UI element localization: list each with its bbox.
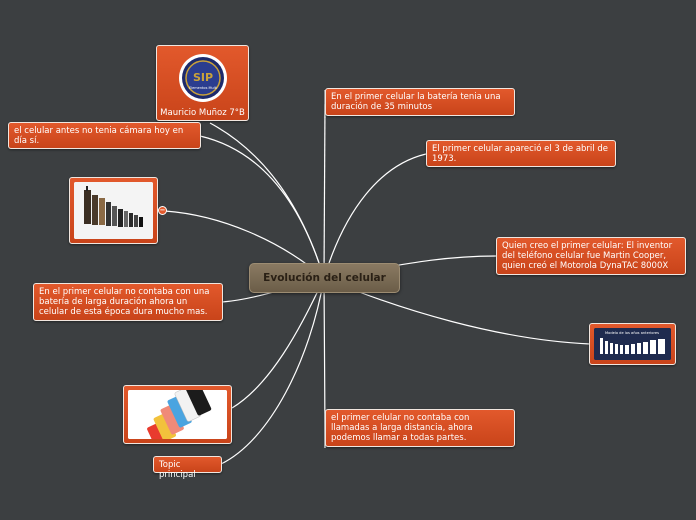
old-phones-image	[74, 182, 153, 239]
central-topic[interactable]: Evolución del celular	[249, 263, 400, 293]
author-label: Mauricio Muñoz 7°B	[160, 108, 245, 118]
calls-node-text: el primer celular no contaba con llamada…	[331, 413, 473, 443]
topic-node[interactable]: Topic principal	[153, 456, 222, 480]
link-author	[209, 122, 325, 279]
inventor-node[interactable]: Quien creo el primer celular: El invento…	[496, 237, 686, 275]
old-phones-image-node[interactable]	[69, 177, 158, 244]
battery-node[interactable]: En el primer celular no contaba con una …	[33, 283, 223, 321]
collapse-toggle[interactable]: −	[158, 206, 167, 215]
date-node[interactable]: El primer celular apareció el 3 de abril…	[426, 140, 616, 167]
phone-evolution-infographic: Modelo de los años anteriores	[594, 328, 671, 360]
author-node[interactable]: SIP Elementos Multi Mauricio Muñoz 7°B	[156, 45, 249, 121]
link-camera	[199, 135, 325, 279]
logo-subtitle: Elementos Multi	[189, 86, 217, 90]
infographic-image: Modelo de los años anteriores	[594, 328, 671, 360]
logo-text: SIP	[193, 71, 213, 84]
iphones-image-node[interactable]	[123, 385, 232, 444]
date-node-text: El primer celular apareció el 3 de abril…	[432, 144, 608, 164]
camera-node-text: el celular antes no tenia cámara hoy en …	[14, 126, 184, 146]
old-phones-illustration	[74, 182, 153, 239]
link-battery35	[323, 103, 326, 279]
battery35-node-text: En el primer celular la batería tenia un…	[331, 92, 501, 112]
calls-node[interactable]: el primer celular no contaba con llamada…	[325, 409, 515, 447]
infographic-caption: Modelo de los años anteriores	[605, 331, 659, 335]
sip-logo-icon: SIP Elementos Multi	[179, 54, 227, 102]
link-iphones-image	[231, 277, 325, 409]
camera-node[interactable]: el celular antes no tenia cámara hoy en …	[8, 122, 201, 149]
link-date	[323, 153, 427, 279]
central-topic-label: Evolución del celular	[263, 272, 386, 284]
infographic-image-node[interactable]: Modelo de los años anteriores	[589, 323, 676, 365]
iphones-image	[128, 390, 227, 439]
link-topic	[220, 277, 325, 465]
iphones-illustration	[128, 390, 227, 439]
battery35-node[interactable]: En el primer celular la batería tenia un…	[325, 88, 515, 116]
battery-node-text: En el primer celular no contaba con una …	[39, 287, 210, 317]
inventor-node-text: Quien creo el primer celular: El invento…	[502, 241, 673, 271]
topic-node-text: Topic principal	[159, 460, 196, 480]
